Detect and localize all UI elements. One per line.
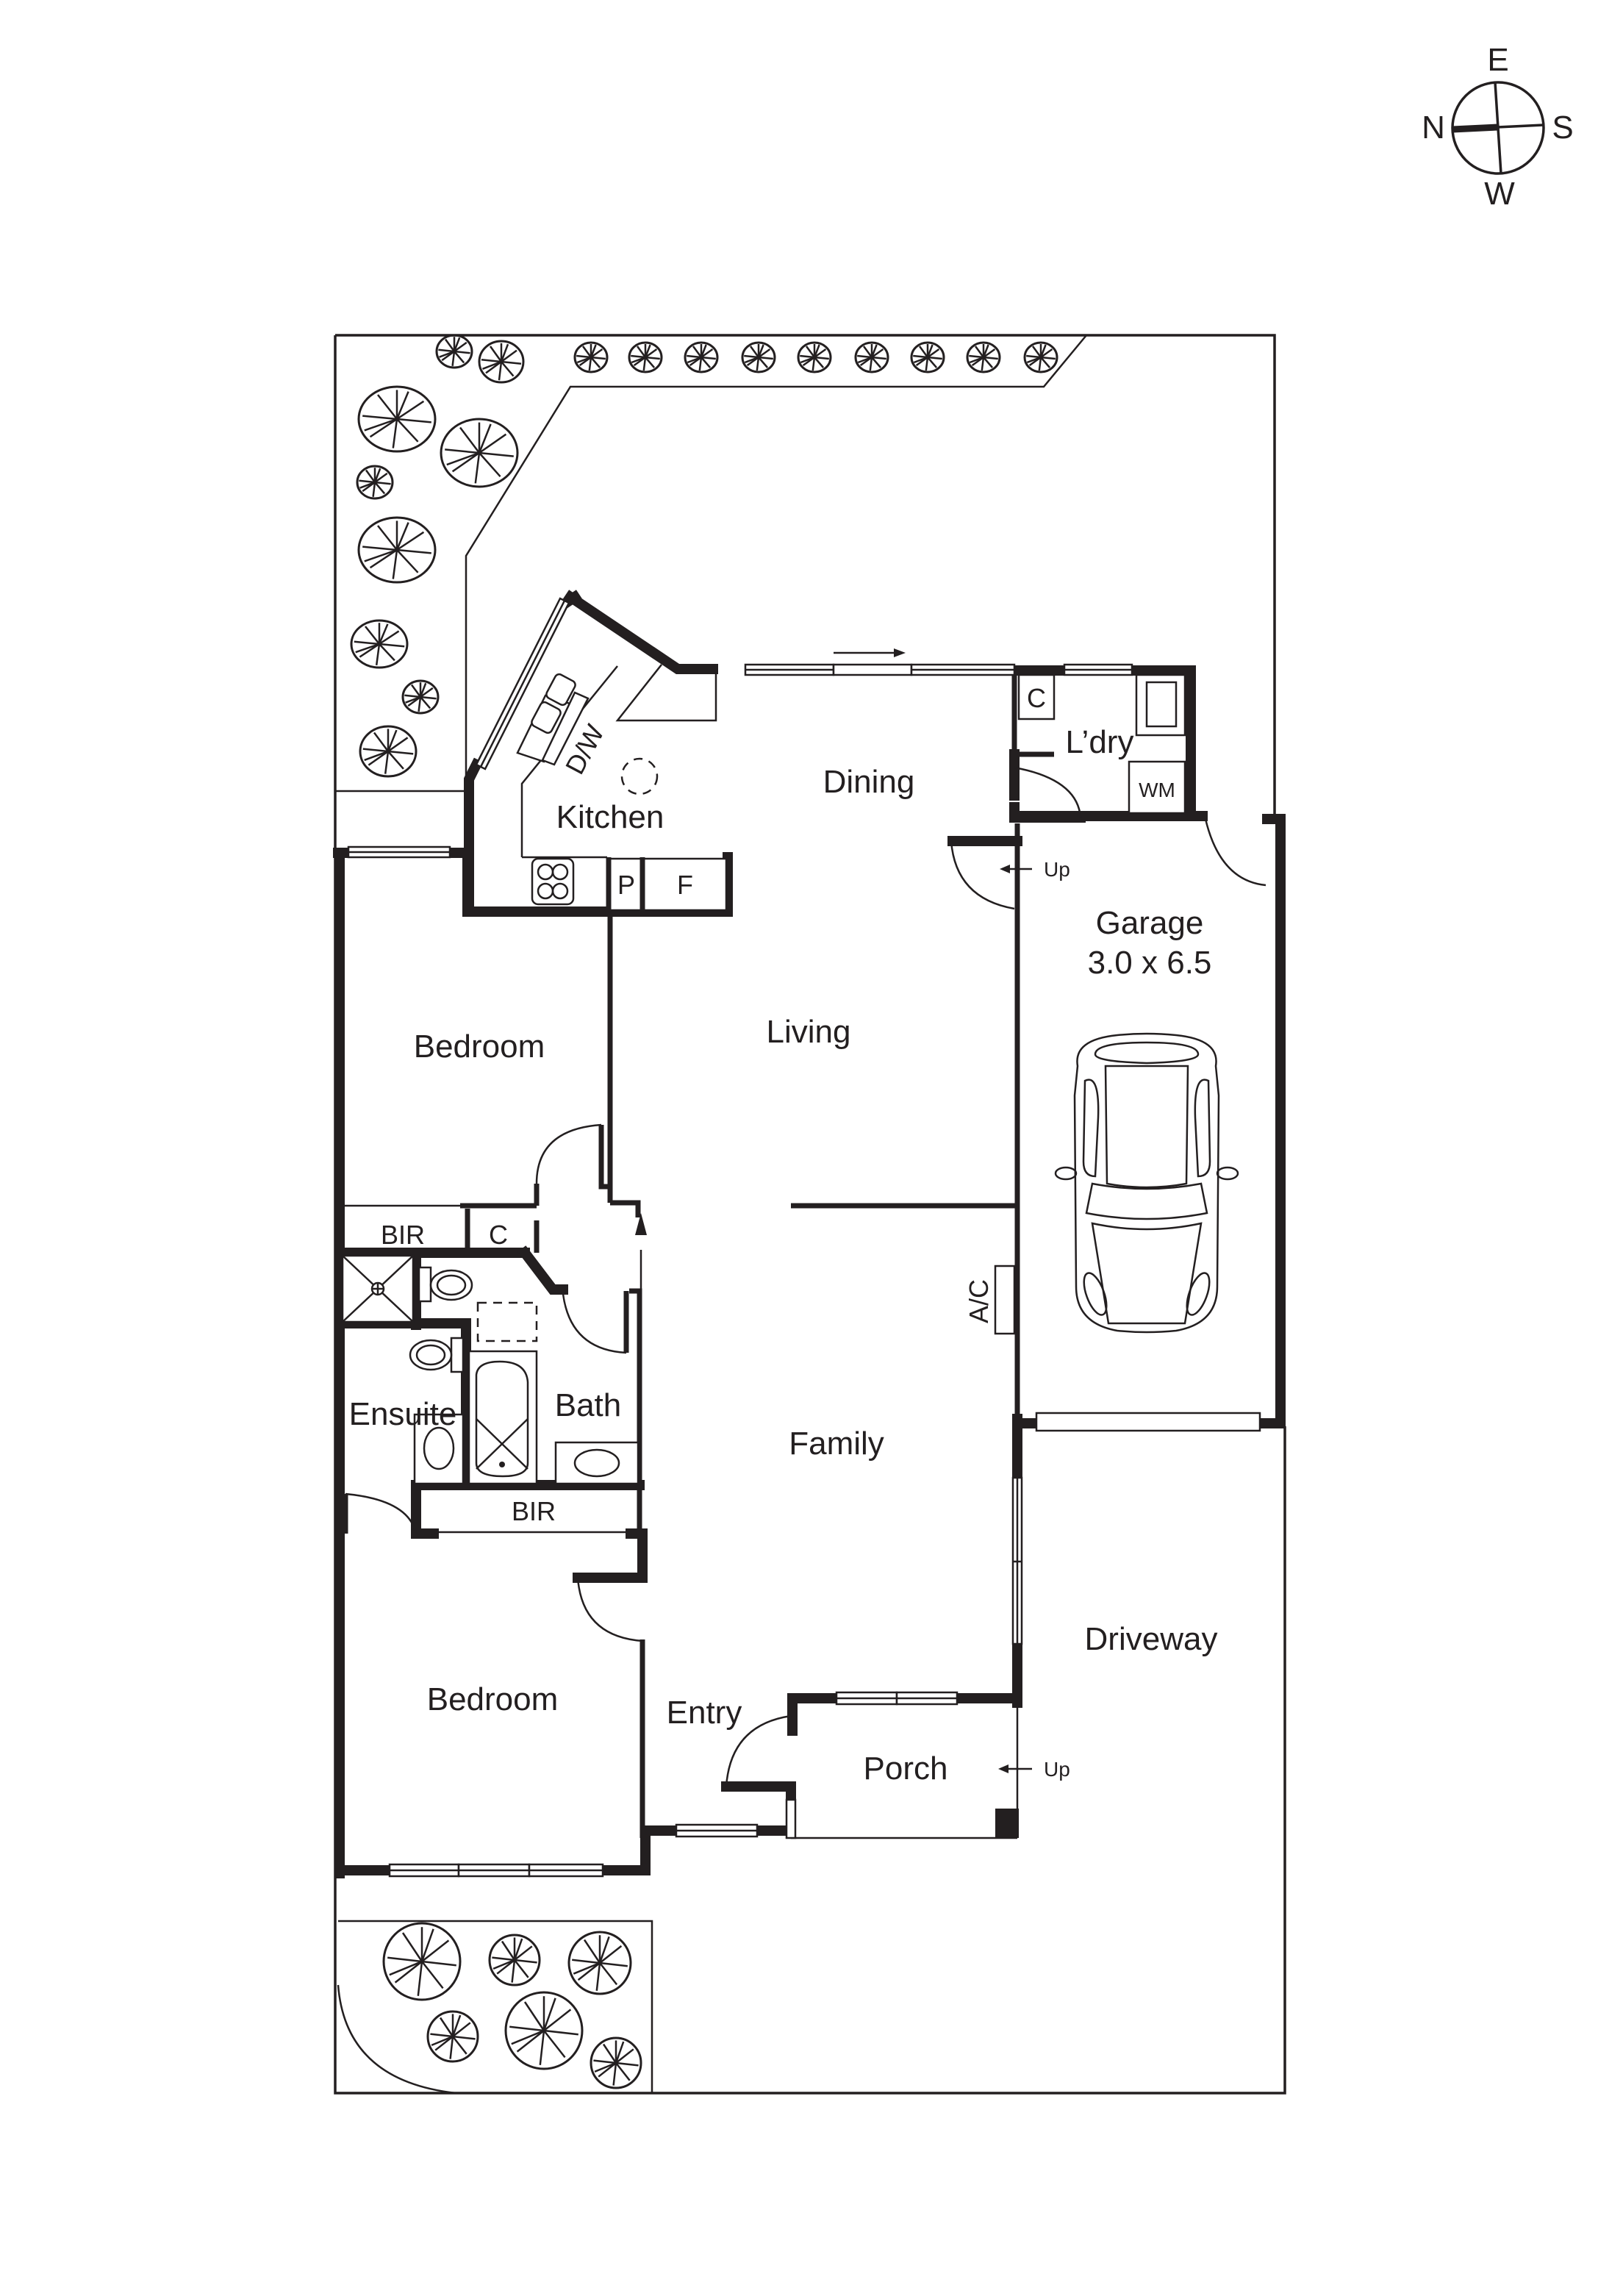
laundry-fixtures: C WM — [1017, 673, 1186, 815]
tree-icon — [967, 343, 1000, 372]
tree-icon — [569, 1932, 631, 1994]
bathroom-fixtures — [341, 1254, 639, 1485]
porch-column — [995, 1809, 1019, 1838]
room-label-bath: Bath — [555, 1387, 622, 1423]
room-label-dining: Dining — [823, 764, 915, 800]
tree-icon — [798, 343, 831, 372]
tree-icon — [351, 621, 407, 668]
tree-icon — [591, 2038, 641, 2088]
shower-icon — [341, 1254, 415, 1323]
windows — [347, 597, 1261, 1878]
tree-icon — [856, 343, 888, 372]
door-swings — [345, 766, 1266, 1787]
air-conditioner — [994, 1265, 1016, 1335]
step-up-porch: Up — [998, 1758, 1070, 1781]
tree-icon — [742, 343, 775, 372]
room-label-porch: Porch — [864, 1750, 948, 1787]
room-label-living: Living — [767, 1014, 851, 1050]
toilet-icon — [409, 1337, 465, 1373]
compass-west-label: W — [1484, 176, 1515, 212]
compass-east-label: E — [1487, 42, 1508, 78]
room-label-cupboard: C — [489, 1220, 508, 1250]
room-label-kitchen: Kitchen — [556, 799, 664, 835]
washing-machine-label: WM — [1139, 779, 1175, 801]
tree-icon — [360, 726, 416, 776]
laundry-cupboard-label: C — [1027, 683, 1046, 713]
step-up-label-porch: Up — [1044, 1758, 1070, 1781]
air-conditioner-label: A/C — [964, 1279, 994, 1323]
arrow-icon — [834, 648, 906, 657]
kitchen-fixtures: D/W P F — [516, 664, 728, 912]
arrow-icon — [998, 1764, 1008, 1773]
interior-walls — [337, 673, 1196, 1839]
cooktop-icon — [531, 857, 575, 906]
compass-south-label: S — [1552, 110, 1573, 146]
tree-icon — [441, 419, 517, 487]
tree-icon — [359, 387, 435, 451]
tree-icon — [911, 343, 944, 372]
room-labels: Kitchen Dining L’dry Living Garage 3.0 x… — [349, 724, 1218, 1787]
fridge-label: F — [677, 870, 693, 900]
room-label-bir-1: BIR — [381, 1220, 425, 1250]
room-label-laundry: L’dry — [1066, 724, 1134, 760]
tree-icon — [384, 1923, 460, 2000]
laundry-cupboard — [1017, 673, 1056, 720]
step-up-garage: Up — [1000, 858, 1070, 881]
pantry-label: P — [617, 870, 635, 900]
washing-machine — [1128, 760, 1186, 815]
room-label-entry: Entry — [667, 1695, 742, 1731]
tree-icon-group-bottom — [384, 1923, 641, 2088]
tree-icon — [479, 341, 523, 382]
tree-icon — [575, 343, 607, 372]
tree-icon — [629, 343, 662, 372]
room-label-garage: Garage — [1096, 905, 1204, 941]
arrow-icon — [635, 1213, 647, 1294]
room-label-bir-2: BIR — [512, 1496, 556, 1526]
basin-icon — [554, 1441, 639, 1485]
tree-icon — [685, 343, 717, 372]
tree-icon — [506, 1992, 582, 2069]
compass-north-label: N — [1422, 110, 1445, 146]
compass-icon: E N S W — [1422, 42, 1574, 212]
room-label-bedroom-1: Bedroom — [414, 1029, 545, 1065]
arrow-icon — [1000, 865, 1010, 873]
room-label-family: Family — [789, 1426, 884, 1462]
tree-icon — [357, 466, 393, 498]
tree-icon — [437, 335, 472, 368]
tree-icon — [1025, 343, 1057, 372]
room-label-bedroom-2: Bedroom — [427, 1681, 559, 1717]
tree-icon — [359, 518, 435, 582]
toilet-icon — [418, 1266, 473, 1303]
room-label-driveway: Driveway — [1085, 1621, 1218, 1657]
step-up-label-garage: Up — [1044, 858, 1070, 881]
bathtub-icon — [467, 1350, 538, 1485]
tree-icon — [428, 2011, 478, 2061]
basin-icon — [413, 1413, 465, 1485]
site-boundary — [334, 334, 1286, 2095]
tree-icon — [490, 1935, 540, 1985]
car-icon — [1054, 1032, 1239, 1334]
garage-size: 3.0 x 6.5 — [1088, 945, 1212, 981]
tree-icon-group-top — [351, 335, 1057, 776]
tree-icon — [403, 681, 438, 713]
room-label-ensuite: Ensuite — [349, 1396, 457, 1432]
dishwasher — [541, 691, 590, 766]
fridge — [642, 857, 728, 912]
